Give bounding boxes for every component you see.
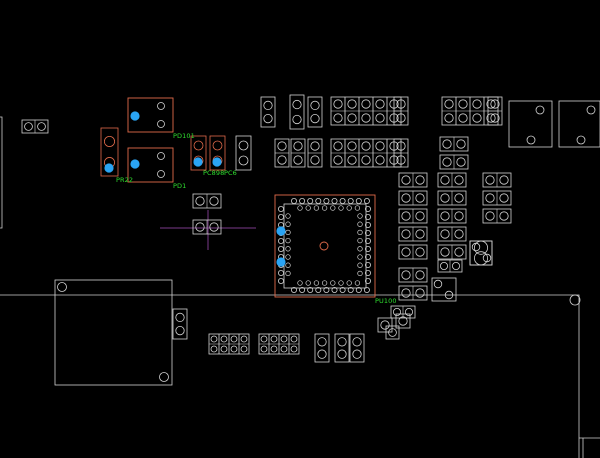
- capacitor-footprint[interactable]: [289, 94, 305, 130]
- resistor-horizontal[interactable]: [437, 259, 463, 273]
- pad-square[interactable]: [385, 325, 400, 340]
- resistor-horizontal[interactable]: [398, 172, 428, 188]
- diode-pd1[interactable]: [127, 147, 174, 183]
- diode-pd101[interactable]: [127, 97, 174, 133]
- crystal-footprint[interactable]: [558, 100, 600, 148]
- pin-header-5x2[interactable]: [330, 96, 402, 126]
- highlighted-pads: [104, 111, 286, 267]
- resistor-horizontal[interactable]: [192, 193, 222, 209]
- resistor-horizontal[interactable]: [192, 219, 222, 235]
- resistor-horizontal[interactable]: [398, 208, 428, 224]
- resistor-horizontal[interactable]: [437, 226, 467, 242]
- transistor-footprint[interactable]: [431, 277, 457, 302]
- highlight-pad: [276, 257, 286, 267]
- pin-header-5x2[interactable]: [330, 138, 402, 168]
- label-pc898: PC898: [203, 169, 225, 177]
- resistor-horizontal[interactable]: [437, 172, 467, 188]
- pin-header-1x2[interactable]: [290, 138, 306, 168]
- highlight-pad: [104, 163, 114, 173]
- crystal-footprint[interactable]: [508, 100, 553, 148]
- label-pd101: PD101: [173, 132, 195, 140]
- highlight-pad: [130, 159, 140, 169]
- highlight-pad: [130, 111, 140, 121]
- pin-header-4x2[interactable]: [208, 333, 250, 355]
- resistor-horizontal[interactable]: [398, 267, 428, 283]
- pin-header-1x2[interactable]: [307, 138, 323, 168]
- capacitor-footprint[interactable]: [349, 333, 365, 363]
- highlight-pad: [193, 157, 203, 167]
- resistor-horizontal[interactable]: [482, 208, 512, 224]
- resistor-horizontal[interactable]: [437, 190, 467, 206]
- large-component-outline[interactable]: [54, 279, 173, 386]
- capacitor-footprint[interactable]: [334, 333, 350, 363]
- label-pd1: PD1: [173, 182, 187, 190]
- resistor-horizontal[interactable]: [439, 136, 469, 152]
- label-pu100: PU100: [375, 297, 397, 305]
- label-pc6: PC6: [224, 169, 237, 177]
- resistor-horizontal[interactable]: [437, 208, 467, 224]
- board-outline: [0, 116, 600, 458]
- resistor-horizontal[interactable]: [398, 190, 428, 206]
- pin-header-1x2[interactable]: [487, 96, 503, 126]
- resistor-horizontal[interactable]: [439, 154, 469, 170]
- pin-header-1x2[interactable]: [274, 138, 290, 168]
- label-pr22: PR22: [116, 176, 134, 184]
- resistor-horizontal[interactable]: [390, 305, 416, 319]
- capacitor-footprint[interactable]: [172, 308, 188, 340]
- pin-header-1x2[interactable]: [393, 138, 409, 168]
- resistor-horizontal[interactable]: [482, 190, 512, 206]
- highlight-pad: [276, 226, 286, 236]
- capacitor-footprint[interactable]: [314, 333, 330, 363]
- highlight-pad: [212, 157, 222, 167]
- capacitor-footprint[interactable]: [307, 96, 323, 128]
- capacitor-footprint[interactable]: [235, 135, 252, 171]
- pin-header-4x2[interactable]: [258, 333, 300, 355]
- connector-2pin-left[interactable]: [21, 119, 49, 134]
- ic-plcc-footprint[interactable]: [274, 194, 376, 298]
- cursor-crosshair: [160, 210, 256, 250]
- resistor-horizontal[interactable]: [437, 244, 467, 260]
- transistor-footprint[interactable]: [469, 240, 493, 266]
- resistor-horizontal[interactable]: [482, 172, 512, 188]
- pad-square[interactable]: [395, 313, 411, 329]
- capacitor-footprint[interactable]: [260, 96, 276, 128]
- ic-center-pad: [319, 241, 329, 251]
- pad-square[interactable]: [377, 317, 393, 333]
- resistor-horizontal[interactable]: [398, 285, 428, 301]
- pin-header-1x2[interactable]: [393, 96, 409, 126]
- resistor-horizontal[interactable]: [398, 226, 428, 242]
- resistor-horizontal[interactable]: [398, 244, 428, 260]
